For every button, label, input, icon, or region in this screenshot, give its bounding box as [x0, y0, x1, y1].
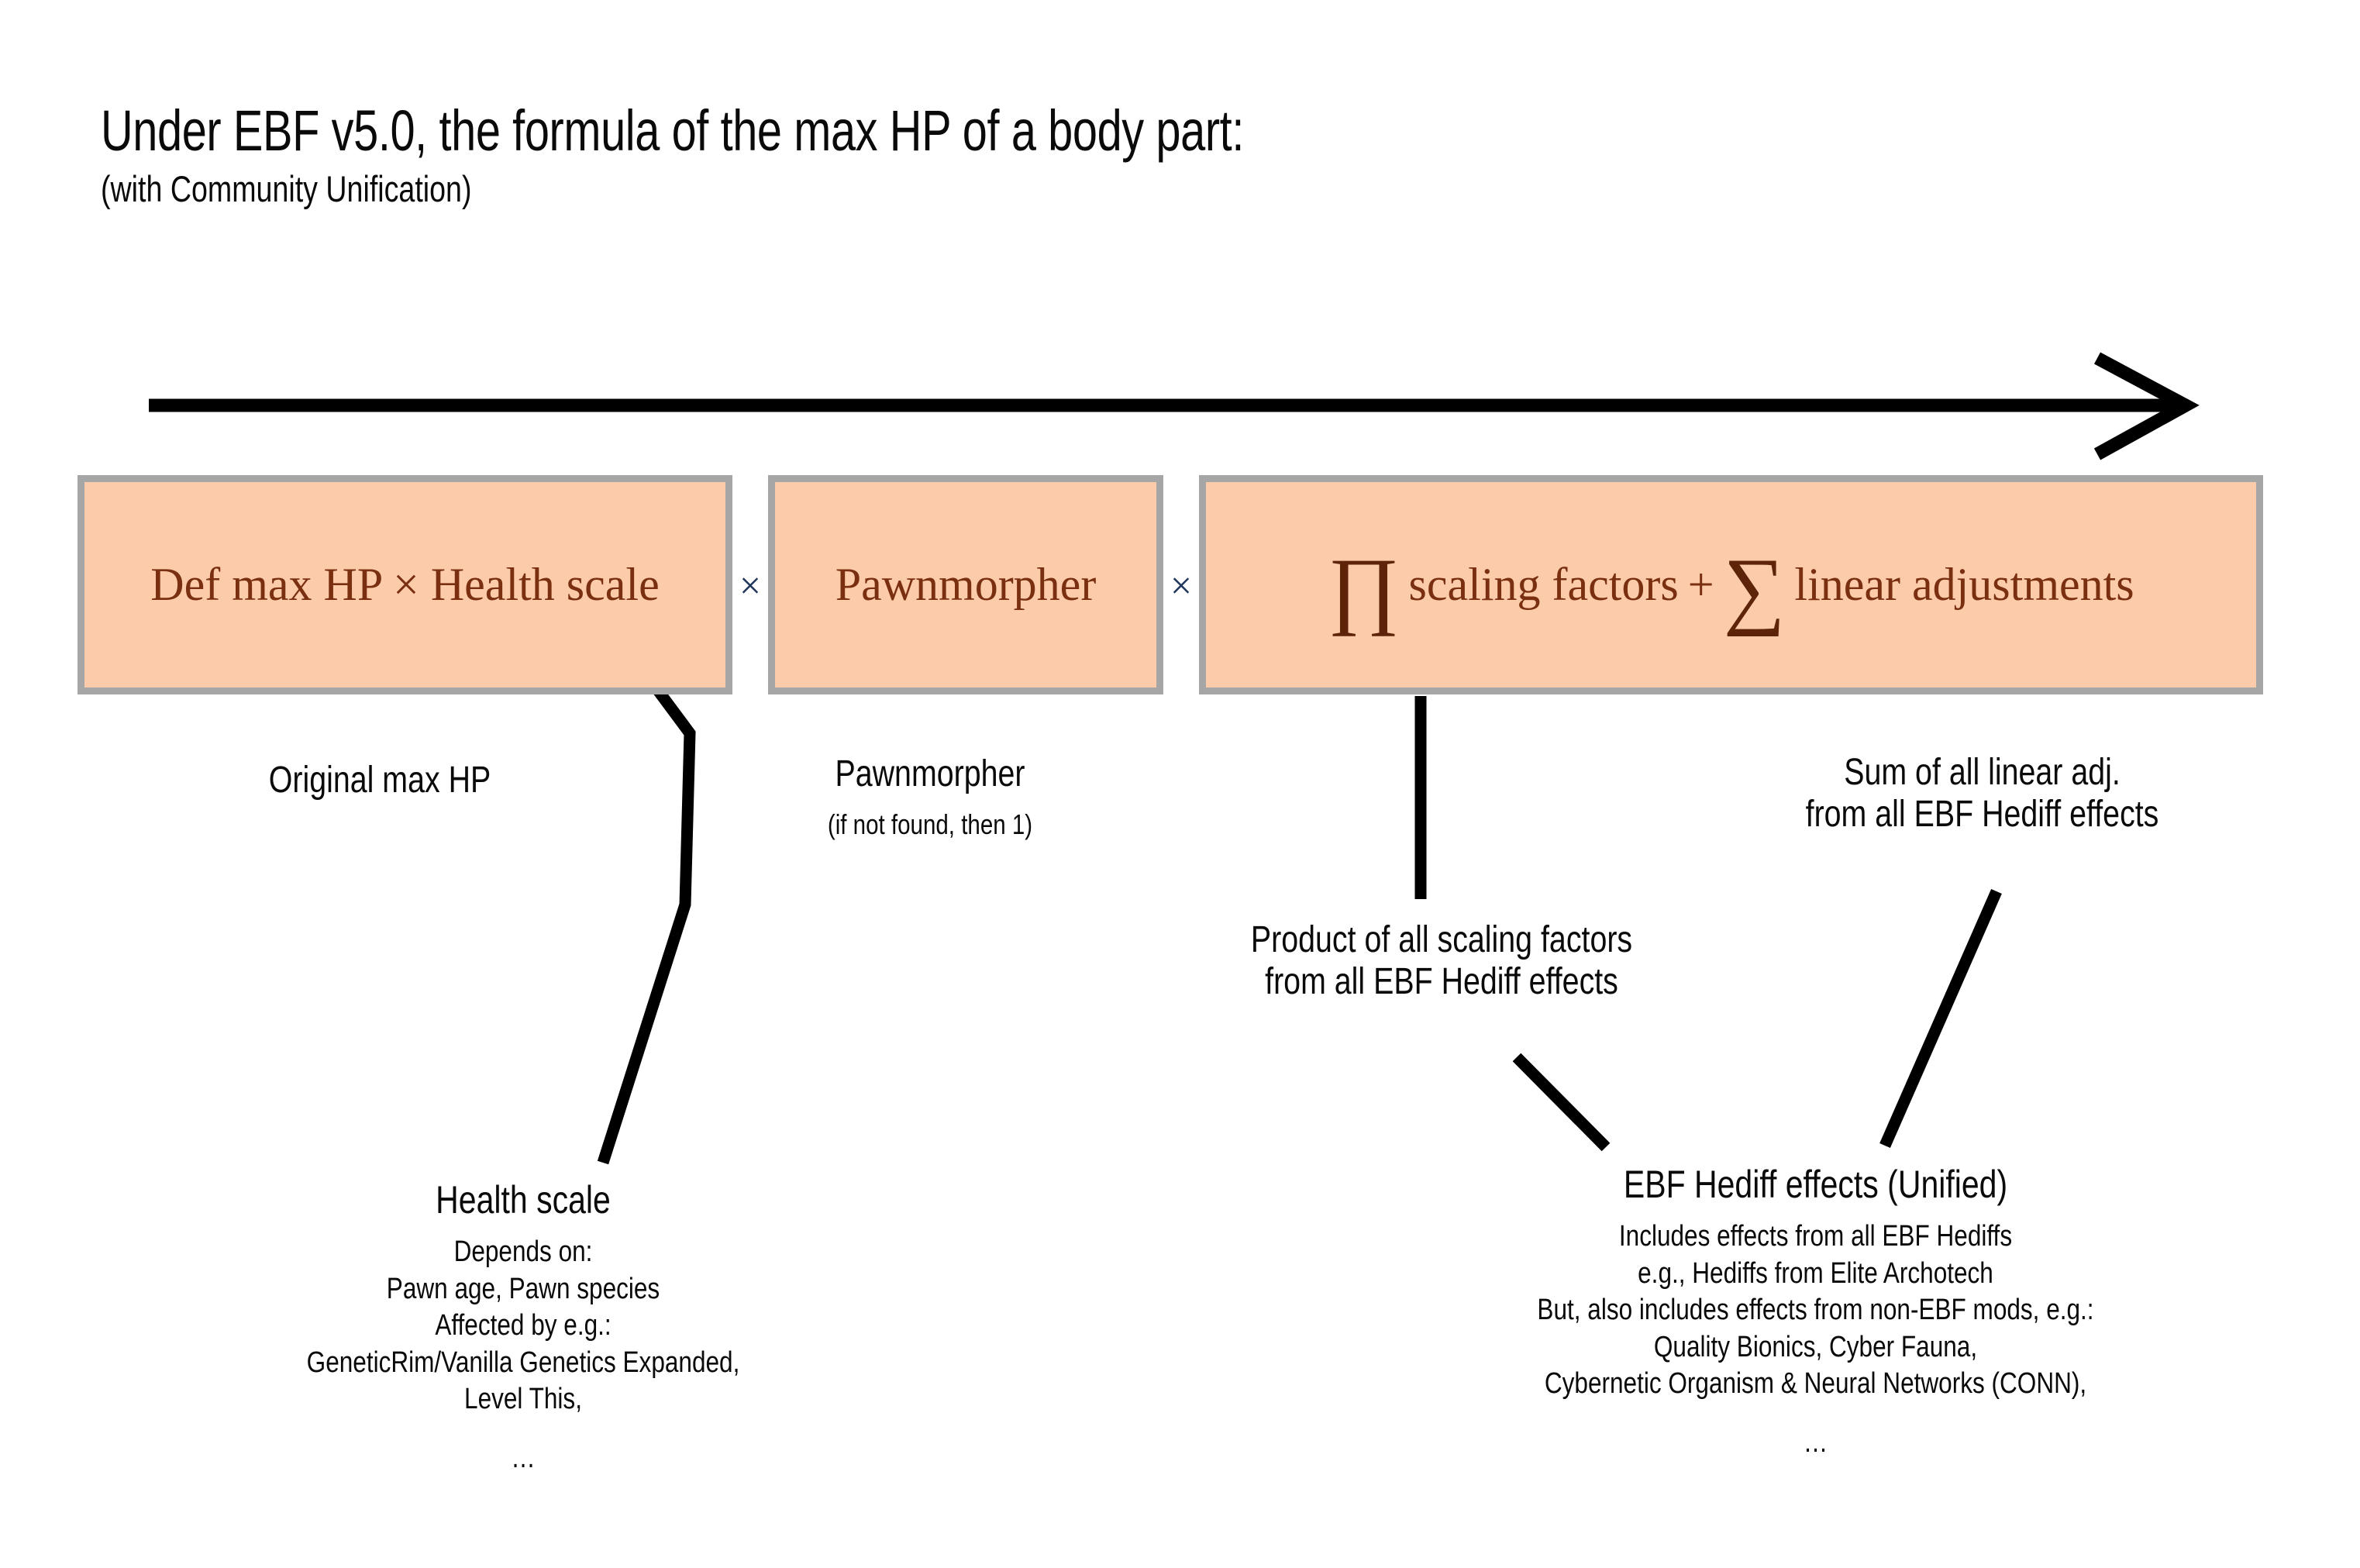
- formula-box-base-hp[interactable]: Def max HP × Health scale: [78, 475, 732, 694]
- page-title: Under EBF v5.0, the formula of the max H…: [101, 98, 1244, 163]
- formula-box-pawnmorpher[interactable]: Pawnmorpher: [768, 475, 1163, 694]
- callout-health-scale-spacer: [179, 1418, 867, 1440]
- callout-health-scale-line: Depends on:: [453, 1235, 593, 1268]
- callout-sum-linear-adjustments: Sum of all linear adj. from all EBF Hedi…: [1604, 752, 2360, 836]
- connector-product-to-ebf: [1512, 1053, 1611, 1152]
- page-subtitle: (with Community Unification): [101, 168, 472, 209]
- callout-product-line-1: Product of all scaling factors: [1250, 919, 1633, 960]
- callout-original-max-hp-label: Original max HP: [268, 760, 491, 801]
- product-symbol: ∏: [1328, 540, 1400, 637]
- connector-health-scale: [597, 621, 696, 1165]
- callout-health-scale-line: Pawn age, Pawn species: [386, 1272, 660, 1305]
- sum-text: linear adjustments: [1794, 559, 2134, 610]
- callout-ebf-hediff-line: e.g., Hediffs from Elite Archotech: [1638, 1256, 1993, 1290]
- callout-product-line-2: from all EBF Hediff effects: [1265, 960, 1618, 1002]
- multiply-sign-1: ×: [739, 563, 762, 607]
- sum-symbol: ∑: [1723, 540, 1786, 637]
- plus-symbol: +: [1687, 559, 1714, 610]
- callout-ebf-hediff-line: Quality Bionics, Cyber Fauna,: [1653, 1330, 1978, 1363]
- connector-sum-to-ebf: [1879, 888, 2002, 1149]
- callout-ebf-hediff-line: Cybernetic Organism & Neural Networks (C…: [1544, 1367, 2087, 1400]
- callout-ebf-hediff-effects: EBF Hediff effects (Unified) Includes ef…: [1271, 1163, 2360, 1461]
- callout-sum-line-2: from all EBF Hediff effects: [1805, 793, 2159, 835]
- callout-health-scale: Health scale Depends on: Pawn age, Pawn …: [109, 1178, 938, 1477]
- callout-health-scale-line: Level This,: [464, 1383, 582, 1415]
- flow-arrow-right-icon: [149, 352, 2200, 460]
- title-block: Under EBF v5.0, the formula of the max H…: [101, 98, 2193, 209]
- callout-ebf-hediff-line: But, also includes effects from non-EBF …: [1537, 1294, 2094, 1326]
- formula-row: Def max HP × Health scale × Pawnmorpher …: [78, 475, 2263, 694]
- callout-health-scale-line: GeneticRim/Vanilla Genetics Expanded,: [306, 1346, 740, 1379]
- callout-health-scale-title: Health scale: [436, 1178, 611, 1222]
- callout-original-max-hp: Original max HP: [147, 760, 612, 801]
- multiply-sign-2: ×: [1170, 563, 1193, 607]
- callout-health-scale-line: Affected by e.g.:: [435, 1309, 612, 1342]
- callout-ebf-hediff-spacer: [1363, 1403, 2267, 1425]
- product-text: scaling factors: [1408, 559, 1679, 610]
- callout-ebf-hediff-line: Includes effects from all EBF Hediffs: [1618, 1220, 2013, 1253]
- formula-box-hediff-effects[interactable]: ∏ scaling factors + ∑ linear adjustments: [1199, 475, 2263, 694]
- callout-health-scale-ellipsis: …: [511, 1441, 536, 1474]
- callout-ebf-hediff-ellipsis: …: [1803, 1425, 1828, 1459]
- callout-pawnmorpher-label: Pawnmorpher: [835, 753, 1025, 794]
- callout-pawnmorpher-note: (if not found, then 1): [827, 808, 1033, 840]
- callout-sum-line-1: Sum of all linear adj.: [1844, 752, 2121, 793]
- callout-product-scaling-factors: Product of all scaling factors from all …: [1031, 919, 1852, 1003]
- callout-pawnmorpher: Pawnmorpher (if not found, then 1): [690, 753, 1170, 840]
- callout-ebf-hediff-title: EBF Hediff effects (Unified): [1623, 1163, 2008, 1206]
